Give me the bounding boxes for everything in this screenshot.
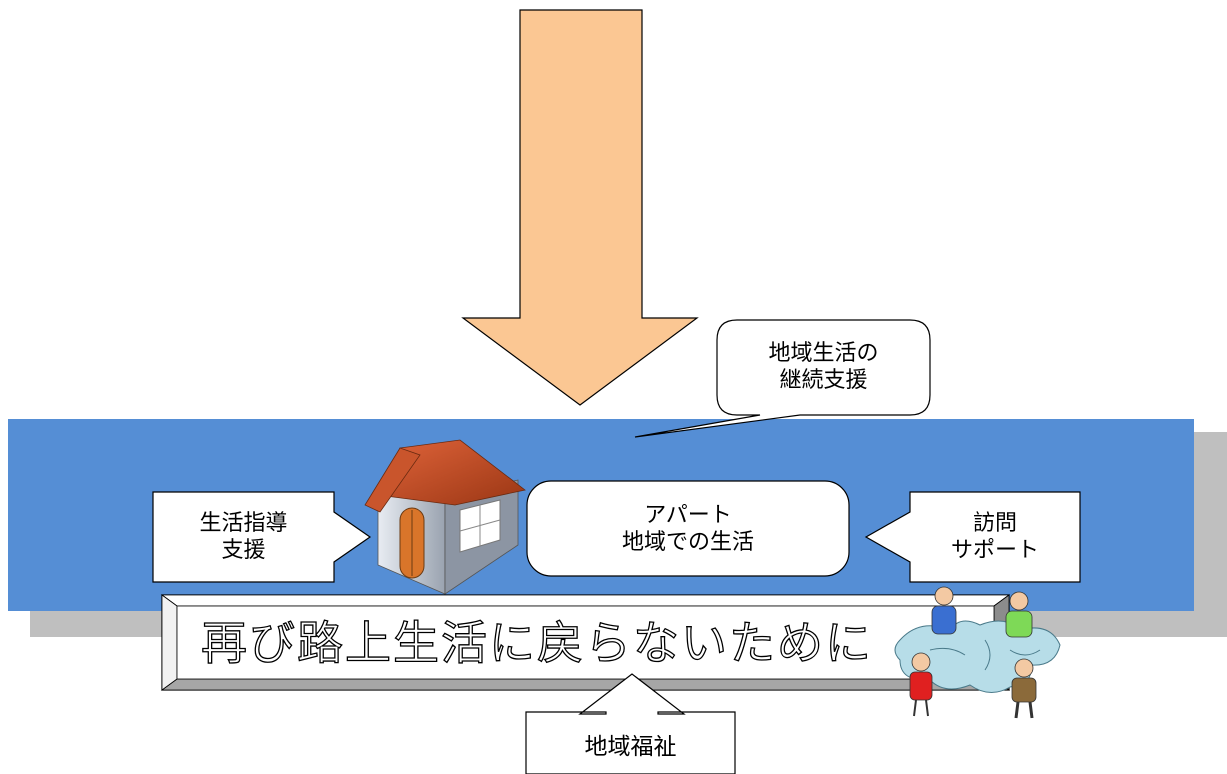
right-arrow-label: 訪問 サポート <box>910 510 1080 564</box>
left-arrow-line2: 支援 <box>221 538 266 563</box>
house-icon <box>364 439 526 595</box>
right-arrow-line1: 訪問 <box>972 511 1017 536</box>
center-box-line2: 地域での生活 <box>621 530 754 555</box>
banner-plaque <box>160 594 1011 691</box>
right-arrow-box <box>864 491 1081 583</box>
banner-text-layer: 再び路上生活に戻らないために <box>200 615 873 670</box>
banner-text: 再び路上生活に戻らないために <box>201 616 873 670</box>
bottom-arrow-label: 地域福祉 <box>584 734 677 760</box>
bottom-up-arrow <box>525 673 736 774</box>
left-arrow-line1: 生活指導 <box>199 511 288 536</box>
callout-line2: 継続支援 <box>779 368 868 393</box>
right-arrow-line2: サポート <box>950 538 1039 563</box>
left-arrow-label: 生活指導 支援 <box>153 510 334 564</box>
center-box <box>526 480 850 577</box>
left-arrow-box <box>152 491 372 583</box>
callout-bubble <box>634 319 931 438</box>
people-puzzle-icon <box>894 586 1061 719</box>
center-box-label: アパート 地域での生活 <box>527 502 849 556</box>
callout-label: 地域生活の 継続支援 <box>717 340 930 394</box>
callout-line1: 地域生活の <box>768 341 879 366</box>
big-down-arrow <box>461 9 699 406</box>
center-box-line1: アパート <box>644 503 732 528</box>
